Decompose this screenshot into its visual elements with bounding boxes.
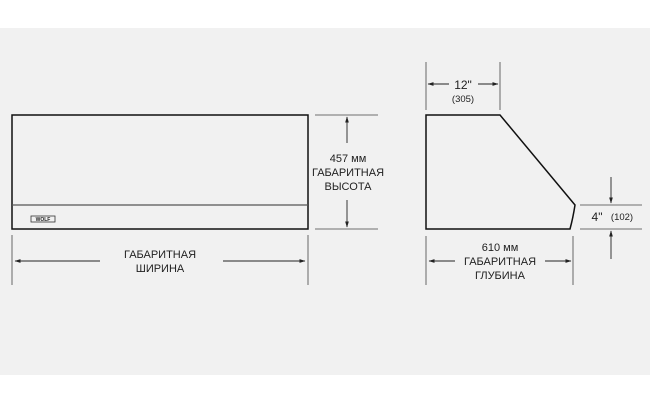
side-view: 12" (305) 4" (102) 610 мм ГАБАРИТНАЯ ГЛУ… — [425, 62, 642, 285]
depth-label: ГАБАРИТНАЯ — [464, 256, 536, 268]
height-value: 457 мм — [330, 153, 367, 165]
front-view: WOLF 457 мм ГАБАРИТНАЯ ВЫСОТА ГАБАРИТНАЯ… — [11, 114, 384, 285]
width-label-2: ШИРИНА — [136, 263, 185, 275]
depth-value: 610 мм — [482, 242, 519, 254]
svg-text:WOLF: WOLF — [36, 217, 51, 223]
front-height-inches: 4" — [592, 210, 603, 224]
width-label: ГАБАРИТНАЯ — [124, 249, 196, 261]
top-depth-mm: (305) — [452, 94, 474, 105]
hood-side-outline — [425, 114, 576, 230]
front-height-mm: (102) — [611, 212, 633, 223]
height-label-2: ВЫСОТА — [324, 181, 372, 193]
depth-label-2: ГЛУБИНА — [475, 270, 526, 282]
height-label: ГАБАРИТНАЯ — [312, 167, 384, 179]
top-depth-inches: 12" — [454, 78, 472, 92]
hood-front-outline — [11, 114, 309, 230]
wolf-logo: WOLF — [30, 215, 56, 223]
